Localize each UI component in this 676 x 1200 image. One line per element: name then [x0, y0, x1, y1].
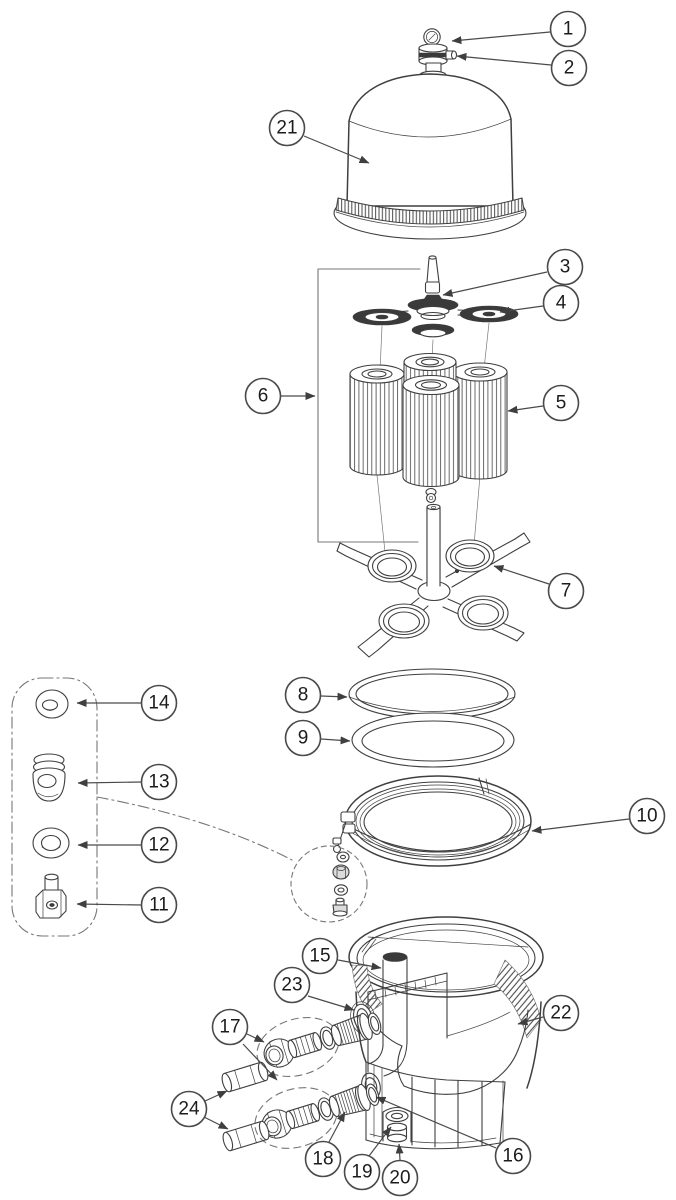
callout-21: 21 [268, 109, 370, 164]
callout-circle [550, 49, 588, 87]
callout-circle [140, 684, 178, 722]
spring-union-part-13 [32, 753, 66, 802]
air-bleed-tube-graphic [424, 255, 441, 294]
callout-circle [304, 1140, 342, 1178]
callout-number: 9 [298, 728, 309, 749]
callout-circle [494, 1137, 532, 1175]
callout-20: 20 [381, 1143, 419, 1197]
callout-circle [343, 1153, 381, 1191]
callout-23: 23 [273, 966, 355, 1012]
callout-14: 14 [76, 684, 178, 722]
callout-circle [268, 109, 306, 147]
callout-circle [211, 1008, 249, 1046]
callout-circle [140, 826, 178, 864]
callout-18: 18 [304, 1111, 346, 1178]
callout-24: 24 [170, 1090, 229, 1130]
clamp-ring-graphic [332, 775, 532, 867]
callout-7: 7 [493, 565, 585, 610]
callout-number: 4 [556, 293, 567, 314]
callout-number: 17 [219, 1017, 240, 1038]
callout-circle [546, 248, 584, 286]
bottom-manifold-graphic [336, 503, 531, 658]
callout-number: 11 [149, 895, 169, 916]
tank-body-graphic [348, 916, 544, 1150]
callout-circle [301, 937, 339, 975]
filter-lid-graphic [333, 73, 527, 240]
callout-circle [547, 572, 585, 610]
callout-number: 21 [276, 118, 297, 139]
washer-part-12 [32, 827, 70, 859]
filter-cartridges-graphic [349, 352, 508, 504]
callout-4: 4 [499, 284, 580, 322]
callout-10: 10 [531, 797, 666, 835]
callout-circle [170, 1090, 208, 1128]
callout-circle [140, 886, 178, 924]
callout-circle [542, 994, 580, 1032]
callout-13: 13 [77, 763, 178, 801]
callout-number: 15 [309, 946, 330, 967]
diffuser-gasket-graphic [348, 668, 516, 720]
callout-5: 5 [507, 384, 580, 422]
callout-circle [244, 377, 282, 415]
callout-circle [628, 797, 666, 835]
callout-circle [273, 966, 311, 1004]
callout-number: 7 [561, 581, 572, 602]
callout-number: 10 [636, 806, 657, 827]
pipe-nipples-graphic [221, 1061, 270, 1152]
callout-number: 12 [148, 835, 169, 856]
callout-number: 20 [389, 1168, 410, 1189]
bulkhead-fittings-graphic [254, 1012, 382, 1149]
callout-number: 24 [178, 1099, 200, 1120]
upper-fitting-row [263, 1012, 382, 1069]
callout-number: 13 [148, 772, 169, 793]
top-manifold-graphic [352, 294, 519, 338]
callout-1: 1 [451, 10, 587, 48]
callout-circle [542, 384, 580, 422]
callout-number: 19 [351, 1162, 372, 1183]
tank-oring-graphic [351, 712, 515, 768]
callout-number: 1 [563, 19, 574, 40]
callout-circle [549, 10, 587, 48]
callout-6: 6 [244, 377, 316, 415]
callout-number: 23 [281, 975, 302, 996]
callout-number: 22 [550, 1003, 571, 1024]
callout-16: 16 [375, 1096, 532, 1175]
callout-circle [284, 676, 322, 714]
callout-17: 17 [211, 1008, 278, 1081]
callout-circle [140, 763, 178, 801]
callout-19: 19 [343, 1126, 392, 1191]
callout-8: 8 [284, 676, 348, 714]
callout-circle [284, 719, 322, 757]
assembly-bracket-line [317, 268, 421, 543]
callout-circle [381, 1159, 419, 1197]
callout-number: 14 [148, 693, 170, 714]
callout-number: 6 [258, 386, 269, 407]
callout-12: 12 [77, 826, 178, 864]
hardware-detail-circle-graphic [290, 845, 368, 923]
callout-15: 15 [301, 937, 382, 975]
bolt-part-11 [35, 873, 67, 919]
callout-3: 3 [442, 248, 584, 297]
washer-part-14 [35, 689, 69, 719]
callout-11: 11 [76, 886, 178, 924]
lower-fitting-row [261, 1083, 380, 1140]
callout-number: 2 [564, 58, 575, 79]
callout-number: 3 [560, 257, 571, 278]
callout-number: 8 [298, 685, 309, 706]
hardware-box-graphic [11, 677, 98, 937]
callout-number: 5 [556, 393, 567, 414]
callout-9: 9 [284, 719, 351, 757]
callout-22: 22 [517, 994, 580, 1032]
hardware-detail-leader [96, 796, 293, 861]
callout-circle [542, 284, 580, 322]
callout-number: 16 [502, 1146, 523, 1167]
callout-number: 18 [312, 1149, 333, 1170]
callout-2: 2 [456, 49, 588, 87]
